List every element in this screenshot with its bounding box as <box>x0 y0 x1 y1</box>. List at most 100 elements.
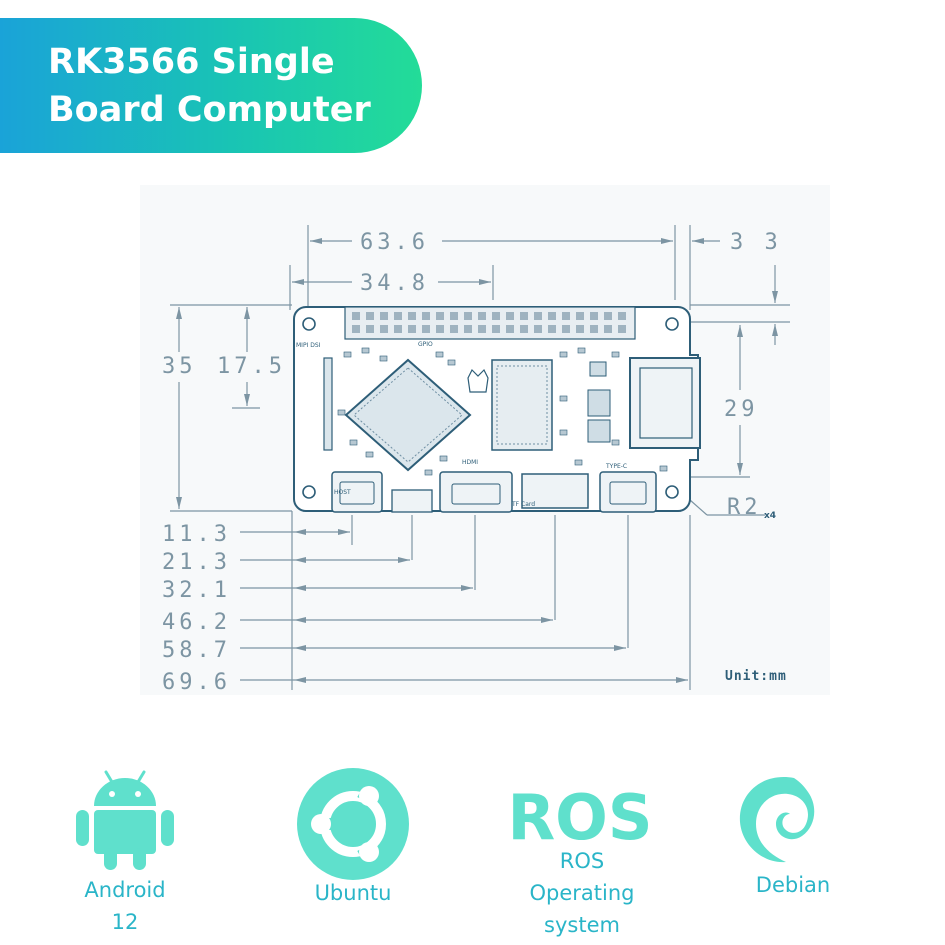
gpio-pin <box>478 312 486 320</box>
title-banner <box>0 18 422 153</box>
dim-bottom-3: 32.1 <box>162 578 231 603</box>
debian-icon <box>739 777 815 863</box>
smd-component <box>349 439 358 446</box>
label-tf: TF Card <box>511 501 535 508</box>
gpio-pin <box>562 312 570 320</box>
smd-component <box>559 429 568 436</box>
gpio-pin <box>604 312 612 320</box>
label-hdmi: HDMI <box>462 459 478 466</box>
gpio-pin <box>506 312 514 320</box>
gpio-pin <box>436 312 444 320</box>
debian-label: Debian <box>755 873 831 897</box>
dim-gpio-offset: 34.8 <box>360 271 429 296</box>
gpio-pin <box>520 312 528 320</box>
dim-height: 35 <box>162 354 197 379</box>
gpio-pin <box>590 325 598 333</box>
ros-logo-text: ROS <box>507 785 652 845</box>
os-debian: Debian <box>733 869 853 901</box>
dimension-arrows <box>176 238 778 683</box>
gpio-pin <box>562 325 570 333</box>
label-host: HOST <box>334 489 351 496</box>
smd-component <box>559 351 568 358</box>
gpio-pin <box>492 325 500 333</box>
gpio-pin <box>450 325 458 333</box>
dimension-labels: 63.6 34.8 3 3 35 17.5 29 R2 11.3 21.3 32… <box>162 230 782 695</box>
dim-half-height: 17.5 <box>217 354 286 379</box>
android-label: Android <box>84 878 166 902</box>
gpio-pin <box>478 325 486 333</box>
android-version: 12 <box>111 910 139 934</box>
os-android: Android 12 <box>60 874 190 938</box>
gpio-pin <box>450 312 458 320</box>
gpio-pin <box>506 325 514 333</box>
gpio-pin <box>492 312 500 320</box>
label-mipi: MIPI DSI <box>296 342 321 349</box>
board-dimension-drawing: 63.6 34.8 3 3 35 17.5 29 R2 11.3 21.3 32… <box>140 185 830 695</box>
gpio-pin <box>534 312 542 320</box>
gpio-pin <box>604 325 612 333</box>
os-ubuntu: Ubuntu <box>293 877 413 909</box>
gpio-pin <box>422 312 430 320</box>
gpio-pin <box>352 312 360 320</box>
gpio-pin <box>590 312 598 320</box>
page-title: RK3566 Single Board Computer <box>48 38 408 134</box>
unit-label: Unit:mm <box>725 669 787 684</box>
gpio-pin <box>548 312 556 320</box>
title-line-1: RK3566 Single <box>48 42 335 82</box>
dim-hole-spacing: 29 <box>724 397 759 422</box>
board-outline <box>293 306 701 513</box>
gpio-pin <box>408 325 416 333</box>
smd-component <box>659 465 668 472</box>
android-icon <box>76 770 174 870</box>
board-silkscreen: MIPI DSI GPIO HOST HDMI TF Card TYPE-C <box>296 341 627 508</box>
ros-logo: ROS <box>507 785 652 845</box>
gpio-pin <box>618 312 626 320</box>
title-line-2: Board Computer <box>48 90 371 130</box>
gpio-pin <box>576 312 584 320</box>
smd-component <box>559 395 568 402</box>
dim-width: 63.6 <box>360 230 429 255</box>
gpio-pin <box>380 312 388 320</box>
ros-label-2: Operating <box>529 881 635 905</box>
smd-component <box>379 355 388 362</box>
label-gpio: GPIO <box>418 341 433 348</box>
smd-component <box>447 359 456 366</box>
dim-bottom-4: 46.2 <box>162 610 231 635</box>
gpio-pin <box>534 325 542 333</box>
gpio-pin <box>408 312 416 320</box>
label-typec: TYPE-C <box>605 463 627 470</box>
corner-count: x4 <box>764 511 776 521</box>
ubuntu-label: Ubuntu <box>314 881 392 905</box>
gpio-pin <box>548 325 556 333</box>
dim-bottom-6: 69.6 <box>162 670 231 695</box>
smd-component <box>361 347 370 354</box>
dim-corner-radius: R2 <box>727 495 762 520</box>
gpio-pin <box>618 325 626 333</box>
gpio-pin <box>394 325 402 333</box>
smd-component <box>439 455 448 462</box>
gpio-pin <box>366 312 374 320</box>
ubuntu-icon <box>297 768 409 880</box>
dim-corner-offset: 3 3 <box>730 230 782 255</box>
smd-component <box>343 351 352 358</box>
dim-bottom-2: 21.3 <box>162 550 231 575</box>
gpio-pin <box>436 325 444 333</box>
dim-bottom-5: 58.7 <box>162 638 231 663</box>
gpio-pin <box>380 325 388 333</box>
smd-component <box>574 459 583 466</box>
gpio-pin <box>352 325 360 333</box>
gpio-pin <box>464 325 472 333</box>
ros-label-3: system <box>544 913 620 937</box>
gpio-pin <box>366 325 374 333</box>
smd-component <box>424 469 433 476</box>
gpio-pin <box>464 312 472 320</box>
ros-label: ROS <box>559 849 605 873</box>
gpio-pin <box>520 325 528 333</box>
smd-component <box>611 439 620 446</box>
smd-component <box>611 351 620 358</box>
dim-bottom-1: 11.3 <box>162 522 231 547</box>
smd-component <box>365 451 374 458</box>
smd-component <box>435 351 444 358</box>
gpio-pin <box>576 325 584 333</box>
os-ros: ROS Operating system <box>502 845 662 941</box>
